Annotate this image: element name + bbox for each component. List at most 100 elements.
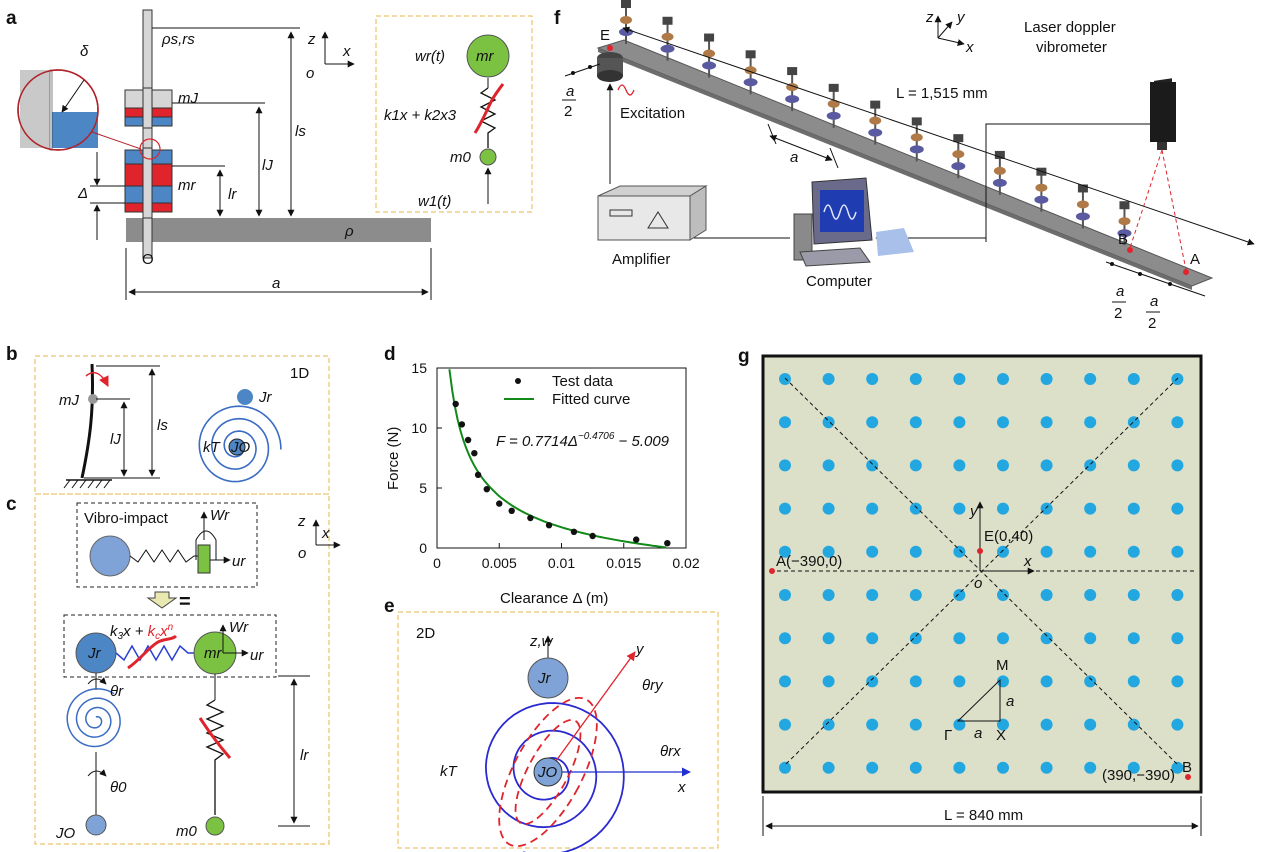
resonator-mass bbox=[910, 133, 923, 142]
resonator-dot bbox=[997, 761, 1009, 774]
panel-g: g y x o E(0,40) A(−390,0) B (390,−390) M… bbox=[738, 346, 1203, 836]
resonator-base bbox=[951, 162, 966, 171]
torsional-spring-b bbox=[198, 405, 282, 483]
resonator-dot bbox=[953, 502, 966, 515]
resonator-dot bbox=[997, 589, 1009, 601]
resonator-mass bbox=[661, 32, 674, 41]
resonator-dot bbox=[866, 373, 879, 385]
resonator-dot bbox=[909, 416, 922, 429]
b-JO-label: JO bbox=[230, 439, 251, 456]
resonator-dot bbox=[1040, 761, 1053, 774]
svg-text:o: o bbox=[974, 575, 982, 592]
resonator-dot bbox=[1040, 718, 1053, 731]
inset-w1-label: w1(t) bbox=[418, 193, 451, 210]
svg-text:θr: θr bbox=[110, 683, 124, 700]
data-point bbox=[589, 532, 596, 540]
resonator-dot bbox=[1040, 675, 1053, 688]
resonator-dot bbox=[1084, 459, 1097, 472]
svg-text:y: y bbox=[635, 641, 645, 658]
resonator-dot bbox=[779, 459, 791, 472]
resonator-dot bbox=[1171, 632, 1184, 645]
svg-text:θry: θry bbox=[642, 677, 664, 694]
resonator-dot bbox=[1040, 459, 1053, 472]
resonator-dot bbox=[1127, 502, 1140, 515]
panel-label-b: b bbox=[6, 344, 18, 365]
resonator-base bbox=[660, 44, 675, 53]
resonator-dot bbox=[779, 675, 791, 688]
panel-e: e 2D Jr JO z,w y θry θrx x kT bbox=[384, 596, 719, 852]
x-tick-label: 0.005 bbox=[482, 555, 517, 571]
computer-label: Computer bbox=[806, 273, 872, 290]
resonator-dot bbox=[1171, 589, 1184, 601]
resonator-dot bbox=[866, 459, 879, 472]
resonator-dots bbox=[779, 373, 1184, 774]
inset-spring-label: k1x + k2x3 bbox=[384, 107, 457, 124]
y-tick-label: 15 bbox=[411, 360, 427, 376]
resonator-dot bbox=[953, 459, 966, 472]
resonator-dot bbox=[866, 761, 879, 774]
data-point bbox=[508, 507, 515, 514]
resonator-dot bbox=[953, 545, 966, 558]
resonator-dot bbox=[1127, 632, 1140, 645]
svg-text:θ0: θ0 bbox=[110, 779, 127, 796]
b-mJ-label: mJ bbox=[59, 392, 79, 409]
delta-label: δ bbox=[80, 43, 89, 60]
resonator-cap bbox=[828, 83, 839, 92]
ls-label: ls bbox=[295, 123, 306, 140]
inset-mass-m0 bbox=[479, 148, 497, 166]
resonator-dot bbox=[1040, 416, 1053, 429]
resonator-dot bbox=[779, 632, 791, 645]
resonator-dot bbox=[1171, 675, 1184, 688]
legend-fitted-curve: Fitted curve bbox=[552, 391, 630, 408]
svg-text:θrx: θrx bbox=[660, 743, 681, 760]
lJ-label: lJ bbox=[262, 157, 273, 174]
resonator-dot bbox=[1127, 589, 1140, 601]
resonator-dot bbox=[1084, 589, 1097, 601]
resonator-base bbox=[826, 111, 841, 120]
point-B-coord: (390,−390) bbox=[1102, 767, 1175, 784]
resonator-base bbox=[785, 95, 800, 104]
resonator-dot bbox=[866, 589, 879, 601]
svg-text:z: z bbox=[925, 9, 934, 26]
legend-test-data: Test data bbox=[552, 373, 614, 390]
length-L-label: L = 1,515 mm bbox=[896, 85, 988, 102]
resonator-dot bbox=[1084, 761, 1097, 774]
panel-label-e: e bbox=[384, 596, 395, 617]
data-point bbox=[483, 486, 490, 493]
panel-label-c: c bbox=[6, 494, 17, 515]
resonator-mass bbox=[869, 116, 882, 125]
svg-text:ur: ur bbox=[250, 647, 264, 664]
svg-text:a: a bbox=[1116, 283, 1124, 300]
resonator-dot bbox=[866, 632, 879, 645]
rod bbox=[142, 9, 153, 259]
b-ls-label: ls bbox=[157, 417, 168, 434]
resonator-dot bbox=[1171, 545, 1184, 558]
svg-text:o: o bbox=[298, 545, 306, 562]
resonator-dot bbox=[1127, 675, 1140, 688]
point-E-g: E(0,40) bbox=[984, 528, 1033, 545]
a-dim-label: a bbox=[272, 275, 280, 292]
b-Jr-label: Jr bbox=[258, 389, 273, 406]
chart-equation: F = 0.7714Δ−0.4706 − 5.009 bbox=[496, 431, 670, 450]
svg-text:x: x bbox=[677, 779, 686, 796]
Delta-label: Δ bbox=[77, 185, 88, 202]
resonator-dot bbox=[822, 675, 835, 688]
panel-label-f: f bbox=[554, 8, 561, 29]
legend-marker-test bbox=[515, 378, 521, 384]
resonator-dot bbox=[1084, 545, 1097, 558]
resonator-dot bbox=[909, 589, 922, 601]
laser-label-line2: vibrometer bbox=[1036, 39, 1107, 56]
resonator-dot bbox=[866, 416, 879, 429]
svg-text:a: a bbox=[1006, 693, 1014, 710]
resonator-dot bbox=[953, 718, 966, 731]
inset-mr-label: mr bbox=[476, 48, 494, 65]
svg-text:y: y bbox=[956, 9, 966, 26]
resonator-dot bbox=[1171, 416, 1184, 429]
resonator-dot bbox=[909, 632, 922, 645]
resonator-dot bbox=[997, 373, 1009, 385]
cantilever bbox=[80, 363, 95, 479]
resonator-dot bbox=[866, 502, 879, 515]
data-point bbox=[570, 528, 578, 535]
resonator-dot bbox=[779, 718, 791, 731]
